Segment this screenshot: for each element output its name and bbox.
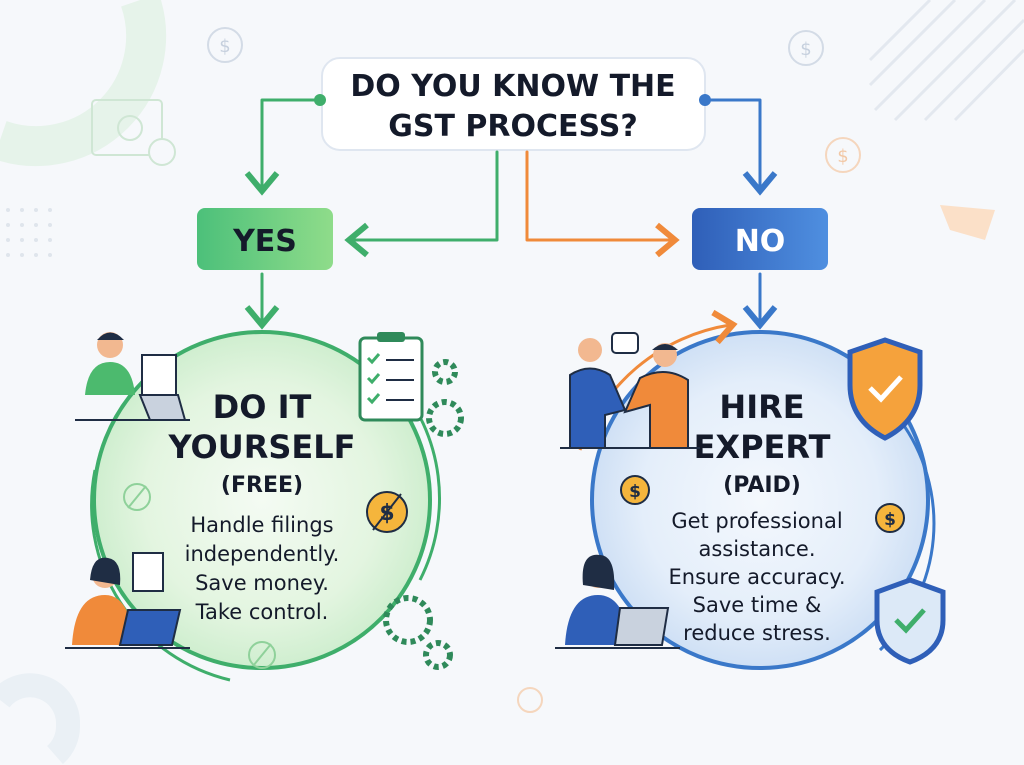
arrow-to-no [703,98,778,196]
no-dollar-icon [123,483,276,669]
connector-dot [314,94,326,106]
hire-subtitle: (PAID) [723,473,801,498]
dollar-coin-icon: $ $ [620,475,905,533]
handshake-icon [560,332,700,449]
question-line-1: DO YOU KNOW THE [350,69,675,104]
connector-dot [699,94,711,106]
decor-shape [940,205,995,240]
decor-ring [0,0,167,167]
question-box: DO YOU KNOW THE GST PROCESS? [321,57,706,151]
shield-check-icon [874,577,946,665]
diy-subtitle: (FREE) [221,473,303,498]
hire-title-1: HIRE [719,388,804,426]
arrow-to-yes-2 [344,150,499,258]
businesswoman-laptop-icon [555,554,680,649]
svg-text:$: $ [884,510,896,530]
diy-line: independently. [185,542,340,566]
hire-line: Save time & [693,593,822,617]
yes-label: YES [232,224,297,259]
decor-ring [0,673,81,765]
checklist-clipboard-icon [358,332,424,422]
gear-icon [383,359,464,670]
shield-check-icon [847,337,923,441]
hire-line: Get professional [671,509,842,533]
diy-title-2: YOURSELF [167,428,355,466]
svg-text:$: $ [629,482,641,502]
dollar-icon: $ [788,30,824,66]
question-line-2: GST PROCESS? [388,109,638,144]
no-dollar-icon: $ [366,491,408,533]
hire-line: Ensure accuracy. [668,565,845,589]
decor-stripes [868,0,1024,122]
diy-line: Take control. [195,600,329,624]
no-label: NO [735,224,786,259]
decor-ring [517,687,543,713]
dollar-icon: $ [207,27,243,63]
svg-text:$: $ [219,36,230,57]
diy-line: Handle filings [190,513,333,537]
woman-laptop-icon [65,552,190,649]
diy-line: Save money. [195,571,329,595]
arrow-to-yes [244,98,322,196]
hire-title-2: EXPERT [694,428,831,466]
hire-line: assistance. [698,537,815,561]
money-window-icon [91,99,176,166]
hire-line: reduce stress. [683,621,831,645]
person-laptop-icon [75,332,190,421]
arrow-to-no-2 [525,150,680,258]
dollar-icon: $ [825,137,861,173]
no-button[interactable]: NO [692,208,828,270]
decor-dots [6,208,52,257]
svg-text:$: $ [800,39,811,60]
yes-button[interactable]: YES [197,208,333,270]
diy-title-1: DO IT [213,388,312,426]
svg-text:$: $ [837,146,848,167]
